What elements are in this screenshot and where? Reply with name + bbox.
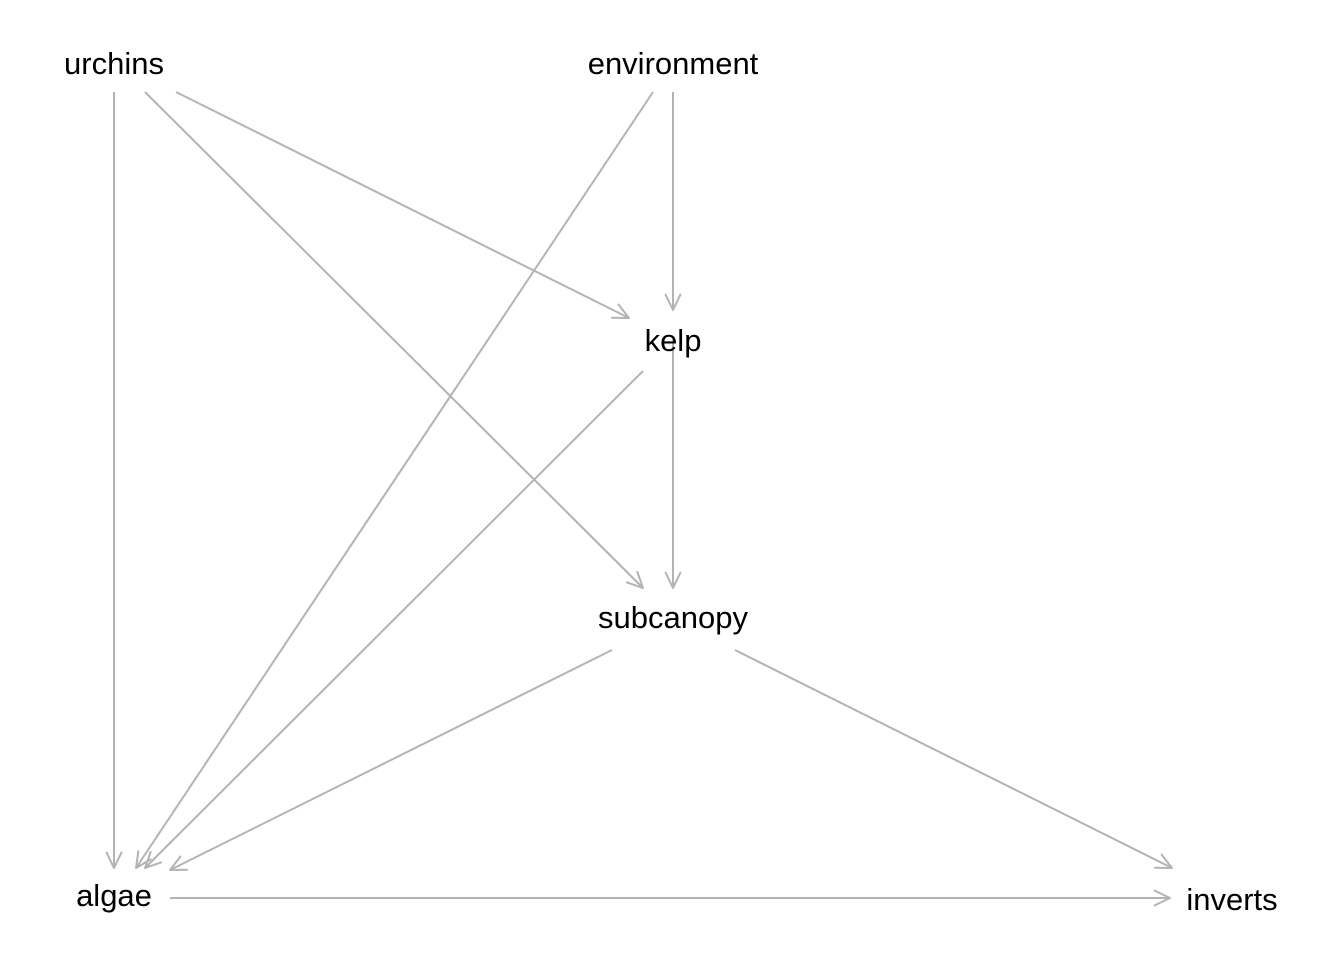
arrowhead-icon <box>105 851 123 869</box>
node-urchins: urchins <box>64 46 164 81</box>
edge-line <box>734 649 1173 869</box>
edge-kelp-to-algae <box>144 370 644 869</box>
arrowhead-icon <box>611 303 630 319</box>
edge-line <box>144 91 644 589</box>
arrowhead-icon <box>135 850 152 869</box>
edges-layer <box>105 91 1173 907</box>
edge-urchins-to-kelp <box>175 91 630 319</box>
arrowhead-icon <box>1154 853 1173 869</box>
node-environment: environment <box>588 46 759 81</box>
arrowhead-icon <box>664 571 682 589</box>
node-kelp: kelp <box>645 323 702 358</box>
node-algae: algae <box>76 878 152 913</box>
node-inverts: inverts <box>1186 882 1277 917</box>
edge-algae-to-inverts <box>170 889 1171 907</box>
arrowhead-icon <box>664 293 682 311</box>
edge-line <box>175 91 630 319</box>
arrowhead-icon <box>625 570 644 589</box>
edge-environment-to-algae <box>135 91 654 869</box>
edge-line <box>169 649 613 871</box>
arrowhead-icon <box>1153 889 1171 907</box>
edge-urchins-to-subcanopy <box>144 91 644 589</box>
nodes-layer: urchins environment kelp subcanopy algae… <box>64 46 1278 917</box>
edge-urchins-to-algae <box>105 92 123 869</box>
edge-subcanopy-to-algae <box>169 649 613 871</box>
edge-line <box>144 370 644 869</box>
edge-kelp-to-subcanopy <box>664 340 682 589</box>
edge-subcanopy-to-inverts <box>734 649 1173 869</box>
edge-environment-to-kelp <box>664 92 682 311</box>
node-subcanopy: subcanopy <box>598 600 748 635</box>
arrowhead-icon <box>144 850 163 869</box>
arrowhead-icon <box>169 855 188 871</box>
edge-line <box>135 91 654 869</box>
